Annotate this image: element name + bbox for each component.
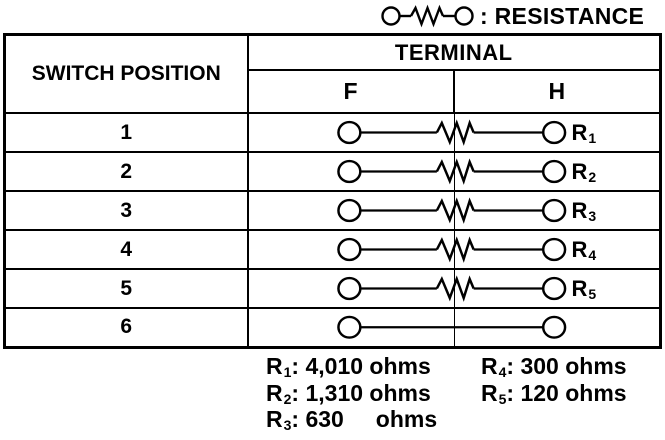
resistor-name: R [266, 406, 283, 432]
table-row-1: 1 R1 [3, 112, 662, 153]
resistance-value-r4: R4: 300 ohms [481, 353, 627, 380]
terminal-connection-cell: R1 [246, 112, 662, 153]
resistance-amount: : 630 ohms [291, 406, 438, 432]
table-row-5: 5 R5 [3, 268, 662, 309]
resistor-label: R2 [571, 158, 597, 185]
resistance-amount: : 4,010 ohms [291, 353, 431, 379]
switch-position-header: SWITCH POSITION [3, 33, 249, 114]
resistor-symbol [336, 197, 566, 224]
table-row-6: 6 [3, 307, 662, 348]
resistance-value-r1: R1: 4,010 ohms [266, 353, 431, 380]
resistance-legend: : RESISTANCE [381, 2, 644, 30]
resistor-symbol [336, 158, 566, 185]
terminal-connection-cell: R3 [246, 190, 662, 231]
table-row-2: 2 R2 [3, 151, 662, 192]
resistance-symbol-icon [381, 4, 474, 28]
terminal-h-header: H [452, 69, 662, 114]
switch-position-value: 6 [3, 307, 249, 348]
switch-position-value: 3 [3, 190, 249, 231]
resistance-amount: : 1,310 ohms [291, 379, 431, 406]
resistor-symbol [336, 236, 566, 263]
resistor-label: R5 [571, 275, 597, 302]
header-row-fh: F H [5, 69, 662, 114]
terminal-connection-cell: R2 [246, 151, 662, 192]
resistor-name: R [481, 379, 498, 406]
resistor-name: R [266, 379, 283, 406]
resistance-values-right: R4: 300 ohms R5: 120 ohms [481, 353, 627, 408]
resistance-amount: : 120 ohms [506, 379, 627, 406]
resistance-values-left: R1: 4,010 ohms R2: 1,310 ohms R3: 630 oh… [266, 353, 438, 435]
resistor-name: R [481, 353, 498, 379]
terminal-connection-cell: R5 [246, 268, 662, 309]
header-row-terminal: SWITCH POSITION TERMINAL [3, 33, 662, 114]
resistor-label: R1 [571, 119, 597, 146]
resistor-label: R4 [571, 236, 597, 263]
switch-position-value: 5 [3, 268, 249, 309]
table-row-4: 4 R4 [3, 229, 662, 270]
resistor-symbol [336, 275, 566, 302]
wire-symbol [336, 315, 566, 339]
resistance-value-r2: R2: 1,310 ohms [266, 379, 431, 407]
resistance-amount: : 300 ohms [506, 353, 627, 379]
terminal-f-header: F [246, 69, 455, 114]
legend-label: : RESISTANCE [480, 2, 645, 29]
terminal-connection-cell [246, 307, 662, 348]
switch-position-value: 2 [3, 151, 249, 192]
resistance-value-r5: R5: 120 ohms [481, 379, 627, 407]
table-row-3: 3 R3 [3, 190, 662, 231]
terminal-connection-cell: R4 [246, 229, 662, 270]
resistor-symbol [336, 119, 566, 146]
resistor-label: R3 [571, 197, 597, 224]
switch-terminal-table: SWITCH POSITION TERMINAL F H 1 [3, 33, 662, 349]
switch-position-value: 1 [3, 112, 249, 153]
resistance-value-r3: R3: 630 ohms [266, 406, 438, 433]
terminal-header: TERMINAL [246, 33, 662, 71]
resistor-name: R [266, 353, 283, 379]
switch-position-value: 4 [3, 229, 249, 270]
